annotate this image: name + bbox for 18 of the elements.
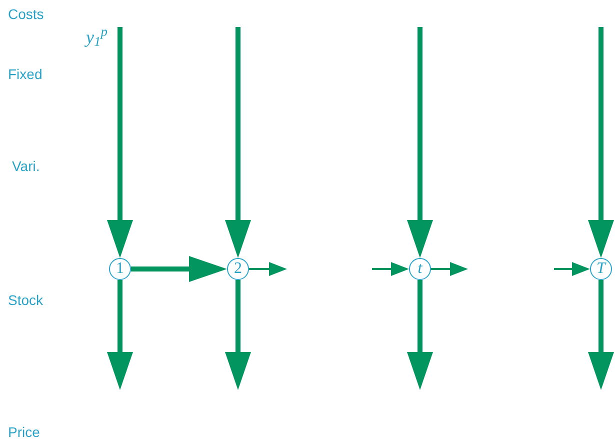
axis-label: Vari.	[12, 158, 40, 176]
arrow	[588, 27, 614, 258]
arrow	[407, 27, 433, 258]
arrow	[107, 27, 133, 258]
arrow	[131, 256, 227, 282]
axis-label: Costs	[8, 6, 44, 24]
arrow	[225, 280, 251, 390]
arrow	[225, 27, 251, 258]
arrow	[107, 280, 133, 390]
axis-label: Fixed	[8, 66, 42, 84]
arrow	[588, 280, 614, 390]
axis-label: Price	[8, 424, 40, 439]
arrow	[249, 262, 287, 276]
arrow	[431, 262, 468, 276]
arrow	[407, 280, 433, 390]
axis-label: Stock	[8, 292, 44, 310]
arrow	[372, 262, 409, 276]
arrow	[554, 262, 590, 276]
